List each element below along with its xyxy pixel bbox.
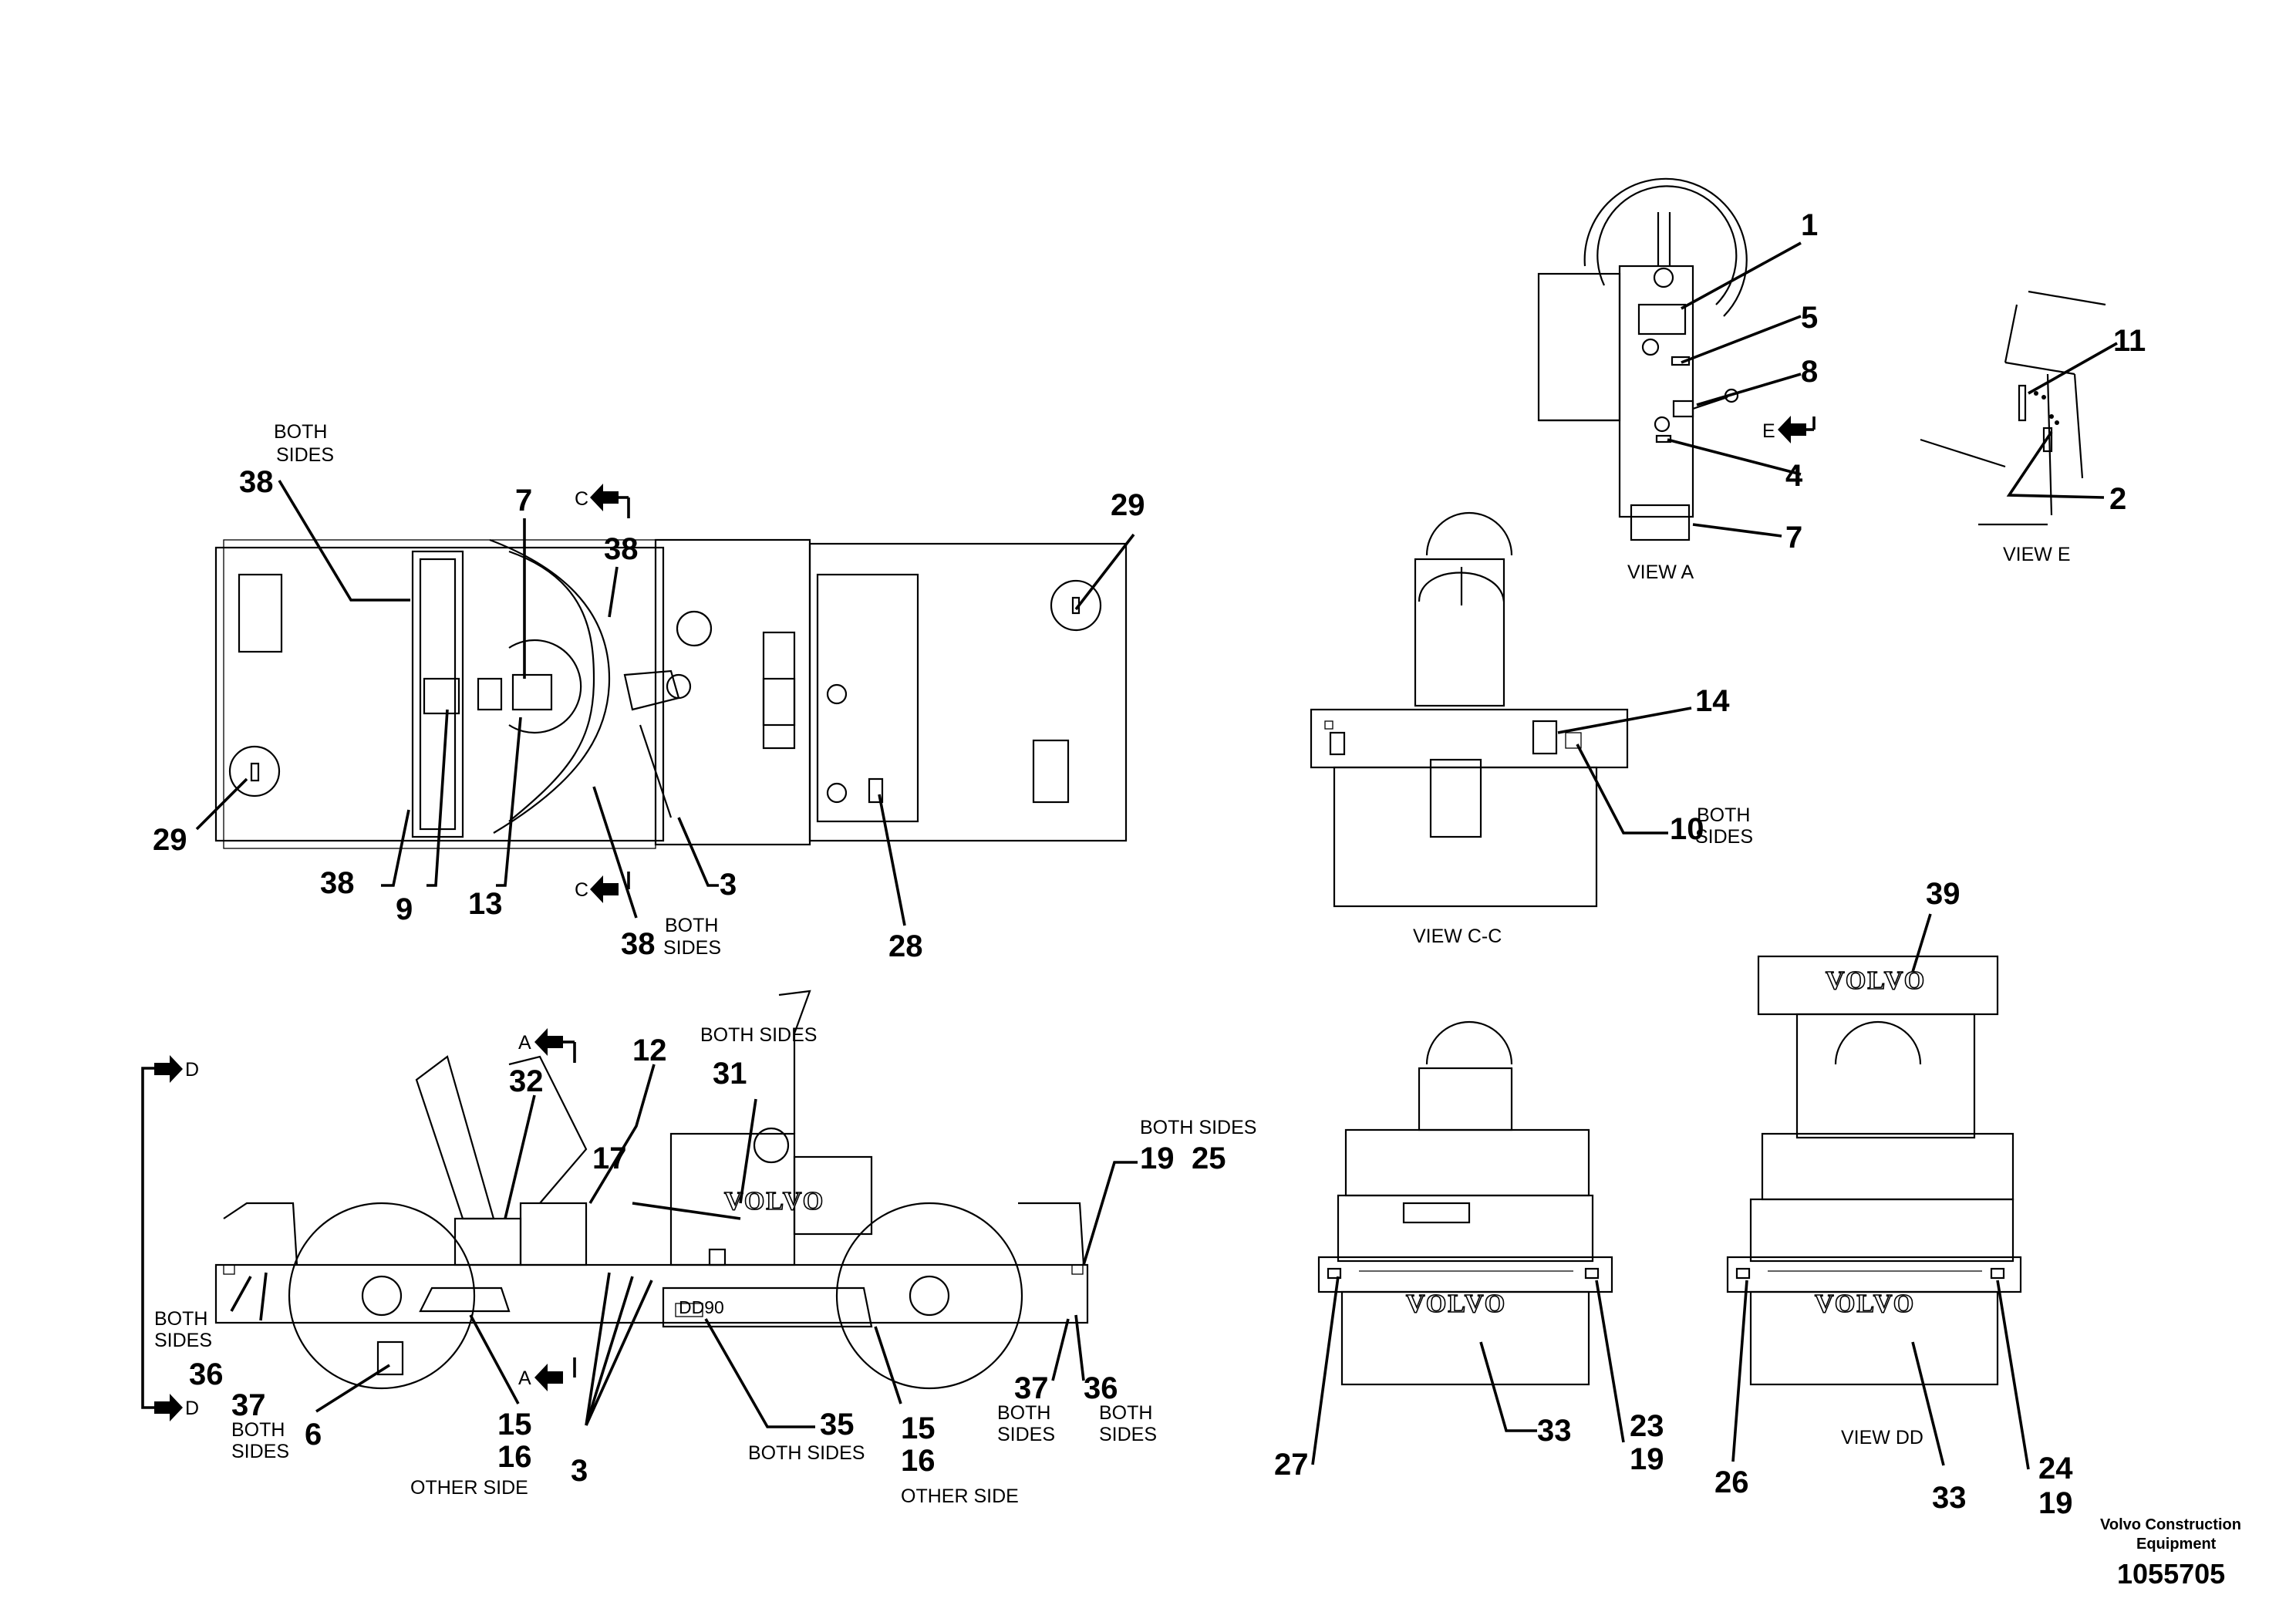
view-e-title: VIEW E bbox=[2003, 544, 2071, 565]
callout-16-left: 16 bbox=[497, 1440, 532, 1474]
note-sides: SIDES bbox=[997, 1424, 1055, 1445]
callout-26: 26 bbox=[1714, 1465, 1749, 1499]
section-marker-c-bottom: C bbox=[575, 879, 588, 901]
note-both: BOTH bbox=[231, 1419, 285, 1441]
callout-38-bottom: 38 bbox=[621, 927, 656, 961]
section-marker-a-bottom: A bbox=[518, 1367, 531, 1389]
callout-39: 39 bbox=[1926, 877, 1961, 911]
view-a-title: VIEW A bbox=[1627, 561, 1694, 583]
callout-38-bottom-left: 38 bbox=[320, 866, 355, 900]
callout-15-right: 15 bbox=[901, 1411, 936, 1445]
callout-13: 13 bbox=[468, 887, 503, 921]
callout-32: 32 bbox=[509, 1064, 544, 1098]
callout-19-rear: 19 bbox=[2038, 1486, 2073, 1520]
section-marker-d-bottom: D bbox=[185, 1398, 199, 1419]
callout-28: 28 bbox=[888, 929, 923, 963]
view-cc-title: VIEW C-C bbox=[1413, 926, 1502, 947]
note-sides: SIDES bbox=[276, 444, 334, 466]
note-other-side: OTHER SIDE bbox=[901, 1485, 1019, 1507]
callout-11: 11 bbox=[2113, 324, 2146, 358]
callout-38-top-left: 38 bbox=[239, 465, 274, 499]
note-both: BOTH bbox=[997, 1402, 1050, 1424]
callout-3-side: 3 bbox=[571, 1454, 588, 1488]
note-both: BOTH bbox=[154, 1308, 207, 1330]
callout-14: 14 bbox=[1695, 684, 1730, 718]
volvo-logo-side: VOLVO bbox=[724, 1187, 824, 1216]
callout-19-side: 19 bbox=[1140, 1141, 1175, 1175]
callout-5: 5 bbox=[1801, 301, 1818, 335]
callout-29-left: 29 bbox=[153, 823, 187, 857]
callout-4: 4 bbox=[1785, 459, 1803, 493]
part-number: 1055705 bbox=[2117, 1558, 2225, 1590]
note-sides: SIDES bbox=[154, 1330, 212, 1351]
callout-9: 9 bbox=[396, 892, 413, 926]
section-arrows bbox=[154, 416, 1816, 1421]
callout-17: 17 bbox=[592, 1141, 627, 1175]
callout-12: 12 bbox=[632, 1034, 667, 1067]
brand-line-2: Equipment bbox=[2136, 1536, 2217, 1553]
view-dd-drawing bbox=[1726, 955, 2022, 1386]
brand-line-1: Volvo Construction bbox=[2100, 1516, 2241, 1533]
volvo-logo-front: VOLVO bbox=[1406, 1290, 1506, 1318]
front-view-drawing bbox=[1317, 1020, 1613, 1386]
callout-15-left: 15 bbox=[497, 1408, 532, 1442]
callout-24: 24 bbox=[2038, 1452, 2073, 1485]
callout-23: 23 bbox=[1630, 1409, 1664, 1443]
view-e-drawing bbox=[1920, 290, 2106, 526]
callout-25: 25 bbox=[1192, 1141, 1226, 1175]
volvo-logo-rear: VOLVO bbox=[1815, 1290, 1915, 1318]
section-marker-a-top: A bbox=[518, 1032, 531, 1054]
view-cc-drawing bbox=[1310, 511, 1629, 908]
callout-10: 10 bbox=[1670, 812, 1704, 846]
section-marker-d-top: D bbox=[185, 1059, 199, 1081]
callout-31: 31 bbox=[713, 1057, 747, 1091]
note-sides: SIDES bbox=[1099, 1424, 1157, 1445]
note-both-sides: BOTH SIDES bbox=[1140, 1117, 1256, 1138]
callout-38-top-right: 38 bbox=[604, 532, 639, 566]
callout-36-right: 36 bbox=[1084, 1371, 1118, 1405]
callout-29-right: 29 bbox=[1111, 488, 1145, 522]
note-both-sides: BOTH SIDES bbox=[748, 1442, 865, 1464]
callout-27: 27 bbox=[1274, 1448, 1309, 1482]
note-both: BOTH bbox=[665, 915, 718, 936]
callout-33-rear: 33 bbox=[1932, 1481, 1967, 1515]
callout-2: 2 bbox=[2109, 482, 2126, 516]
note-sides: SIDES bbox=[663, 937, 721, 959]
callout-37-left: 37 bbox=[231, 1388, 266, 1422]
section-marker-c-top: C bbox=[575, 488, 588, 510]
callout-7-top: 7 bbox=[515, 484, 532, 518]
view-dd-title: VIEW DD bbox=[1841, 1427, 1923, 1448]
callout-8: 8 bbox=[1801, 355, 1818, 389]
callout-35: 35 bbox=[820, 1408, 855, 1442]
callout-1: 1 bbox=[1801, 208, 1818, 242]
callout-16-right: 16 bbox=[901, 1444, 936, 1478]
note-both: BOTH bbox=[1697, 804, 1750, 826]
callout-37-right: 37 bbox=[1014, 1371, 1049, 1405]
view-a-drawing bbox=[1537, 177, 1748, 541]
side-view-drawing bbox=[214, 990, 1089, 1390]
note-sides: SIDES bbox=[1695, 826, 1753, 848]
callout-7-view-a: 7 bbox=[1785, 521, 1802, 555]
top-view-drawing bbox=[214, 538, 1128, 849]
callout-19-front: 19 bbox=[1630, 1442, 1664, 1476]
callout-33-front: 33 bbox=[1537, 1414, 1572, 1448]
note-both-sides: BOTH SIDES bbox=[700, 1024, 817, 1046]
note-both: BOTH bbox=[1099, 1402, 1152, 1424]
volvo-logo-39: VOLVO bbox=[1826, 966, 1926, 995]
callout-6: 6 bbox=[305, 1418, 322, 1452]
note-sides: SIDES bbox=[231, 1441, 289, 1462]
note-both: BOTH bbox=[274, 421, 327, 443]
leader-lines bbox=[141, 241, 2118, 1470]
callout-3-top: 3 bbox=[720, 868, 737, 902]
note-other-side: OTHER SIDE bbox=[410, 1477, 528, 1499]
section-marker-e: E bbox=[1762, 420, 1775, 442]
callout-36-left: 36 bbox=[189, 1357, 224, 1391]
decal-dd90: DD90 bbox=[679, 1297, 724, 1317]
